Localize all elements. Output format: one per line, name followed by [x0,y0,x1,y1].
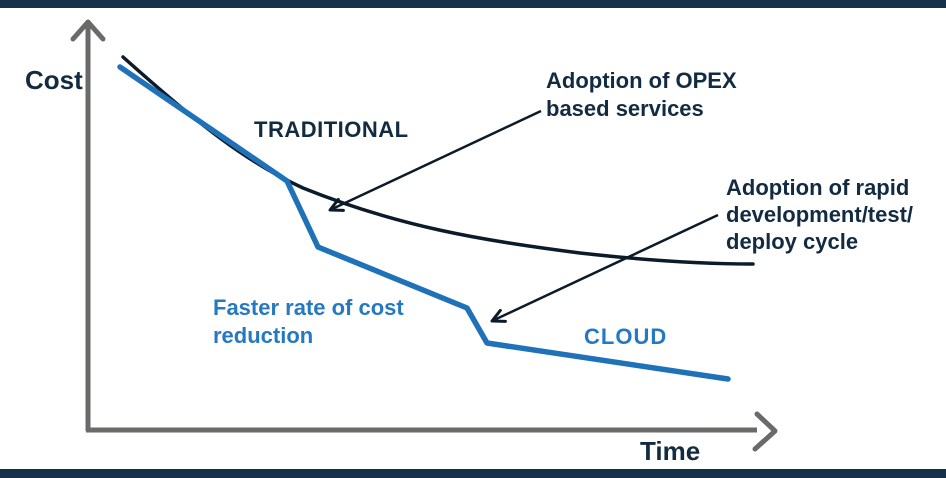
opex-annotation-text: Adoption of OPEX based services [546,68,737,121]
y-axis-label-cost: Cost [25,65,83,95]
faster-rate-annotation-text: Faster rate of cost reduction [213,295,404,348]
rapid-annotation-arrow [490,213,719,323]
x-axis-arrow-icon [752,411,778,452]
rapid-annotation-text: Adoption of rapid development/test/ depl… [726,175,914,254]
opex-annotation-arrow [328,109,542,212]
traditional-series-label: TRADITIONAL [254,117,409,142]
cloud-line [117,64,731,382]
x-axis-label-time: Time [640,436,701,466]
top-border-bar [0,0,946,8]
bottom-border-bar [0,469,946,478]
y-axis-arrow-icon [70,19,106,42]
cloud-series-label: CLOUD [584,324,668,349]
